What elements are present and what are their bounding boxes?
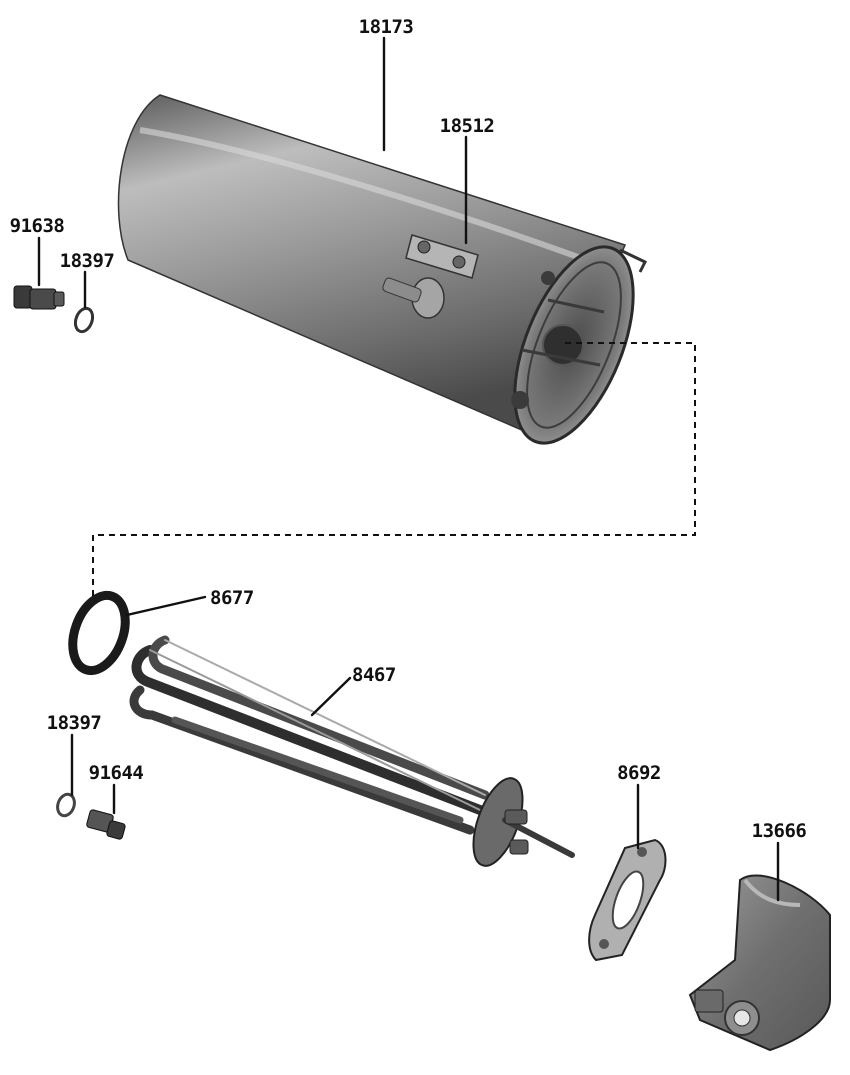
part-label-plug-top: 91638	[10, 215, 65, 237]
plug-bottom	[86, 809, 126, 840]
leader-lines	[37, 36, 780, 902]
tank-inlet-fitting	[382, 277, 445, 319]
terminal-cover	[688, 874, 831, 1052]
o-ring	[68, 590, 130, 676]
part-label-gasket-plate: 8692	[617, 762, 661, 784]
part-labels: 18173 18512 91638 18397 8677 8467 18397 …	[10, 16, 807, 842]
heating-element	[129, 635, 575, 867]
part-label-plug-bottom: 91644	[89, 762, 144, 784]
part-label-tank: 18173	[359, 16, 414, 38]
connector-dashed-line	[92, 342, 696, 600]
washer-bottom	[56, 792, 76, 818]
washer-top	[73, 306, 95, 334]
part-label-washer-bottom: 18397	[47, 712, 102, 734]
part-label-washer-top: 18397	[60, 250, 115, 272]
leader-8677	[125, 595, 207, 617]
tank-bracket	[405, 234, 479, 279]
part-label-cover: 13666	[752, 820, 807, 842]
leader-8467	[310, 676, 352, 717]
part-label-heating-element: 8467	[352, 664, 396, 686]
gasket-plate	[588, 838, 667, 962]
plug-top	[13, 285, 65, 310]
part-label-bracket: 18512	[440, 115, 495, 137]
part-label-oring: 8677	[210, 587, 254, 609]
tank-cylinder	[117, 94, 648, 445]
